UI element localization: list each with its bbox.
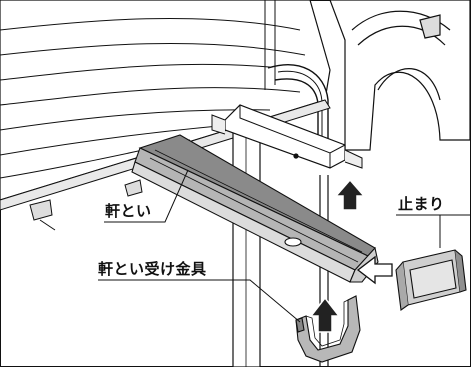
left-arrow-icon [356,255,393,285]
up-arrow-icon [334,178,366,211]
leader-lines [98,169,470,323]
support-posts [232,124,329,367]
gutter-bracket [295,295,361,363]
label-eaves-gutter: 軒とい [105,202,152,220]
cross-beam [211,104,363,169]
up-arrow-icon [309,296,341,333]
gutter-stopper [395,249,467,311]
label-gutter-stopper: 止まり [398,195,445,213]
label-gutter-bracket: 軒とい受け金具 [98,260,207,278]
right-structure [264,0,471,151]
eaves-gutter [131,134,379,283]
